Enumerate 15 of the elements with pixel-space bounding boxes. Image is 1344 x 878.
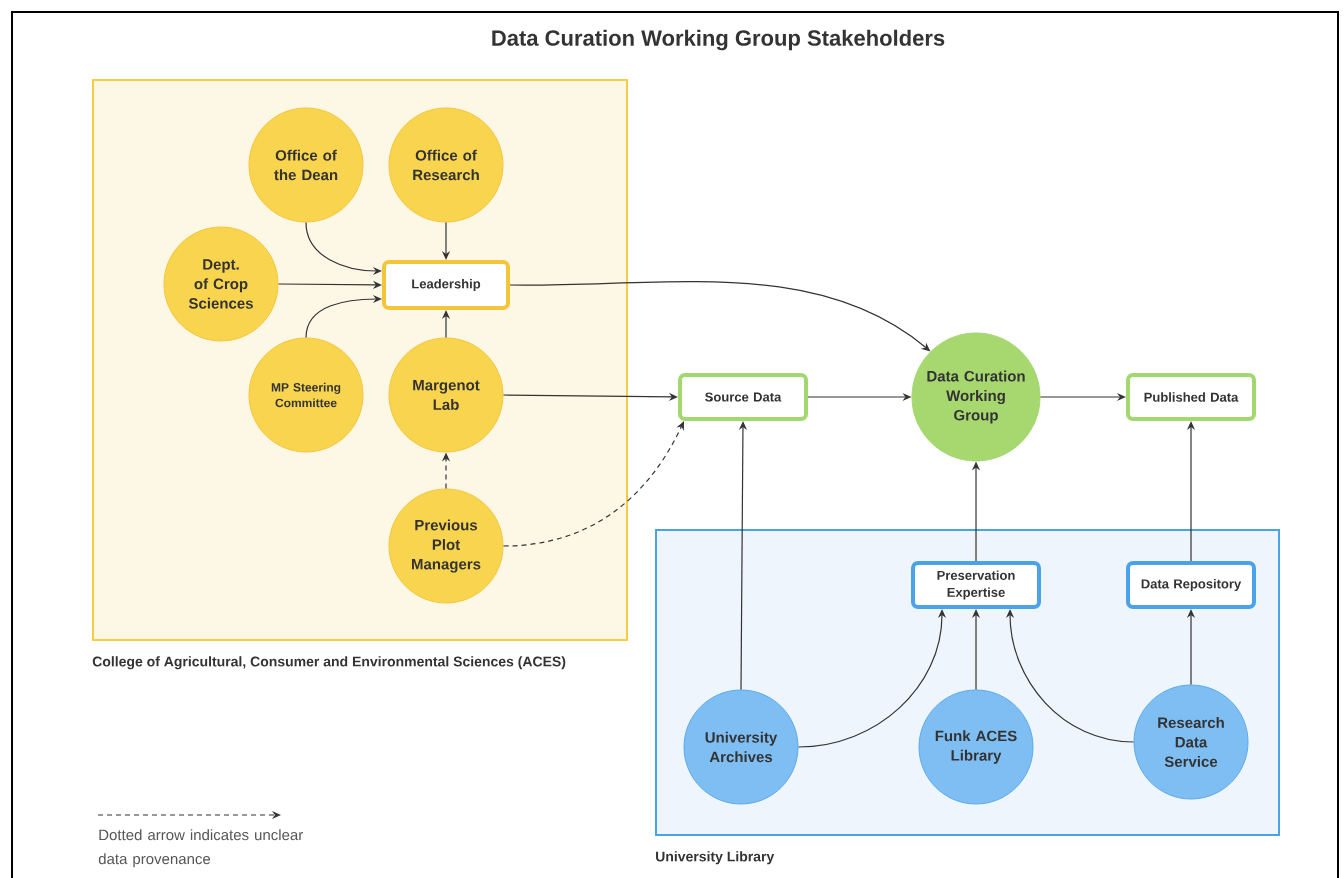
legend-text: Dotted arrow indicates unclear data provenance bbox=[98, 829, 303, 868]
data-box: Data Repository bbox=[1126, 561, 1256, 609]
data-box: Leadership bbox=[382, 260, 510, 310]
title: Data Curation Working Group Stakeholders bbox=[492, 29, 945, 51]
dashed-arrow bbox=[502, 421, 684, 547]
arrow bbox=[502, 392, 678, 401]
data-box: Source Data bbox=[678, 373, 808, 421]
arrow bbox=[1005, 609, 1135, 743]
node-label: College of Agricultural, Consumer and Environmental Sciences (ACES) bbox=[92, 656, 566, 670]
node-label: University Library bbox=[656, 851, 775, 865]
data-box: Preservation Expertise bbox=[911, 561, 1041, 609]
arrow bbox=[738, 421, 747, 691]
arrow bbox=[277, 280, 382, 289]
data-box: Published Data bbox=[1126, 373, 1256, 421]
arrow bbox=[305, 294, 382, 339]
